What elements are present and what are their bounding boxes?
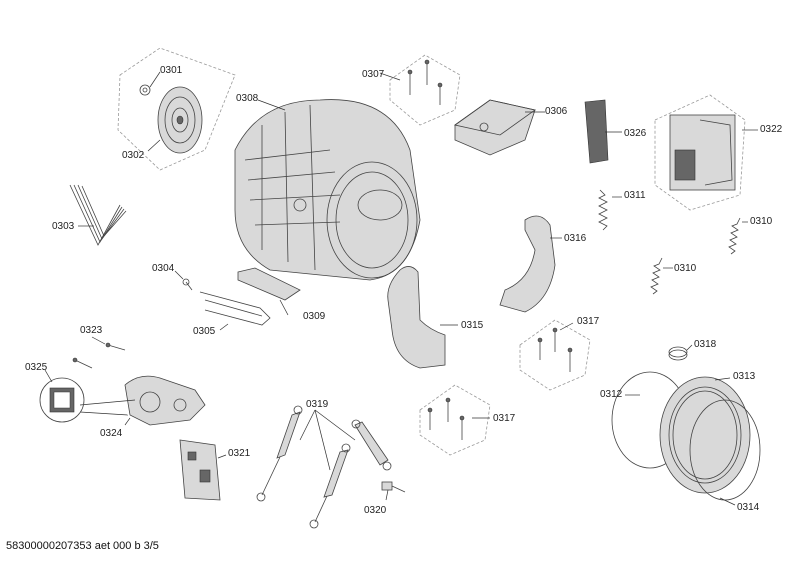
bracket-0316 [499, 215, 562, 313]
label-0311: 0311 [624, 190, 646, 201]
tub-assembly [234, 99, 421, 281]
label-0301: 0301 [160, 65, 183, 76]
screw-set-0317a [519, 319, 591, 391]
label-0319: 0319 [306, 399, 329, 410]
label-0325: 0325 [25, 362, 48, 373]
cover-0306 [454, 99, 545, 156]
control-board-0321 [179, 439, 227, 501]
label-0304: 0304 [152, 263, 175, 274]
bracket-0315 [387, 266, 458, 369]
pulley-group [117, 47, 236, 171]
label-0314: 0314 [737, 502, 760, 513]
label-0302: 0302 [122, 150, 145, 161]
label-0305: 0305 [193, 326, 216, 337]
spring-0311 [598, 189, 622, 231]
label-0320: 0320 [364, 505, 387, 516]
label-0310-upper: 0310 [750, 216, 773, 227]
label-0326: 0326 [624, 128, 647, 139]
spring-0310-upper [728, 217, 748, 255]
label-0303: 0303 [52, 221, 75, 232]
bolt-0320 [381, 481, 406, 501]
screws-0323 [72, 336, 126, 369]
label-0313: 0313 [733, 371, 756, 382]
document-footer-id: 58300000207353 aet 000 b 3/5 [6, 540, 159, 552]
label-0307: 0307 [362, 69, 385, 80]
clamp-0318 [668, 344, 693, 361]
drive-belt [69, 184, 127, 246]
screw-set-0317b [419, 384, 491, 456]
label-0308: 0308 [236, 93, 259, 104]
heater-group [174, 267, 301, 331]
label-0312: 0312 [600, 389, 623, 400]
shock-absorbers-0319 [256, 405, 392, 529]
label-0318: 0318 [694, 339, 717, 350]
label-0324: 0324 [100, 428, 123, 439]
label-0309: 0309 [303, 311, 326, 322]
control-module-0322 [654, 94, 758, 211]
label-0306: 0306 [545, 106, 568, 117]
label-0315: 0315 [461, 320, 484, 331]
label-0317-upper: 0317 [577, 316, 600, 327]
door-seal-group [611, 371, 761, 506]
label-0310-lower: 0310 [674, 263, 697, 274]
label-0323: 0323 [80, 325, 103, 336]
drain-pump-0324 [79, 375, 206, 426]
label-0316: 0316 [564, 233, 587, 244]
label-0322: 0322 [760, 124, 783, 135]
label-0321: 0321 [228, 448, 251, 459]
spring-0310-lower [650, 257, 673, 295]
connector-0325 [39, 369, 85, 423]
label-0317-lower: 0317 [493, 413, 516, 424]
seal-strip-0326 [584, 99, 622, 164]
screw-set-0307 [379, 54, 461, 126]
